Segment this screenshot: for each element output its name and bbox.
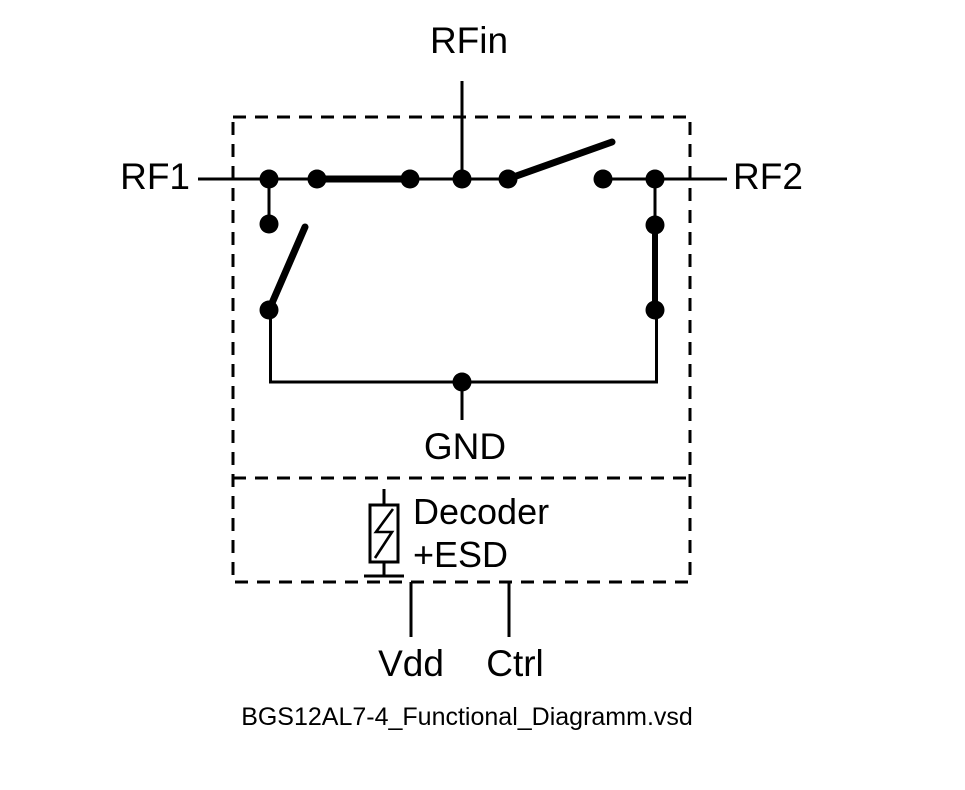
rf1-shunt-switch-open xyxy=(265,223,309,384)
rf2-series-blade-open xyxy=(504,138,616,183)
label-rf2: RF2 xyxy=(733,156,803,197)
dot-rf2-series-pivot xyxy=(498,169,518,189)
esd-body-rect xyxy=(368,503,400,564)
control-pin-leads xyxy=(409,582,511,637)
dot-rf1-series-left xyxy=(307,169,327,189)
label-rf1: RF1 xyxy=(120,156,190,197)
dot-rf2-shunt-top xyxy=(645,215,665,235)
dot-rf2-series-right xyxy=(593,169,613,189)
dot-rf1-shunt-top xyxy=(259,214,279,234)
label-esd: +ESD xyxy=(413,534,509,575)
dot-rf1-shunt-pivot xyxy=(259,300,279,320)
figure-caption: BGS12AL7-4_Functional_Diagramm.vsd xyxy=(241,703,693,731)
dot-rf1-series-right xyxy=(400,169,420,189)
dot-gnd-junction xyxy=(452,372,472,392)
dot-rf2-tap xyxy=(645,169,665,189)
label-gnd: GND xyxy=(423,426,507,467)
esd-suppressor-icon xyxy=(364,489,404,578)
dot-rf2-shunt-bottom xyxy=(645,300,665,320)
dot-rf1-tap xyxy=(259,169,279,189)
label-vdd: Vdd xyxy=(378,643,444,684)
dot-rfin-junction xyxy=(452,169,472,189)
label-rfin: RFin xyxy=(429,20,509,61)
rf1-shunt-blade-open xyxy=(265,223,309,314)
rf2-shunt-switch-closed xyxy=(652,179,658,384)
rf1-net xyxy=(198,177,317,224)
esd-lightning-bolt xyxy=(373,508,395,559)
label-decoder: Decoder xyxy=(413,491,550,532)
label-ctrl: Ctrl xyxy=(486,643,544,684)
rf2-series-switch-open xyxy=(504,138,727,183)
junction-dots xyxy=(259,169,665,392)
